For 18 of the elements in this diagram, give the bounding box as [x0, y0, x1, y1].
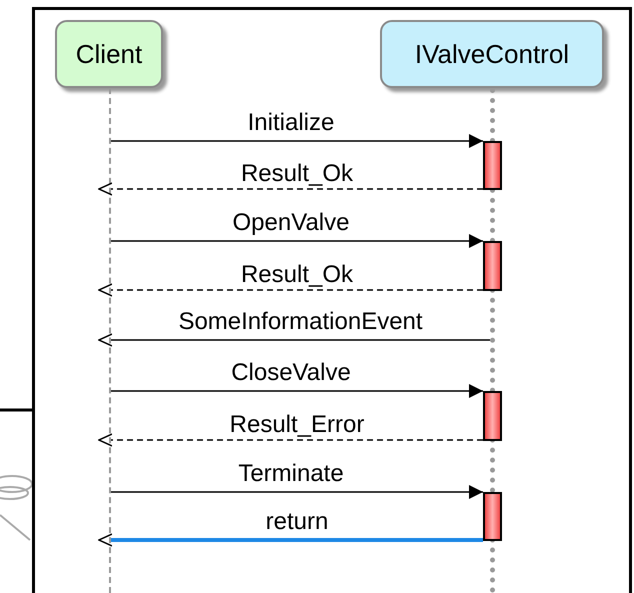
- message-arrow: [98, 533, 483, 547]
- participant-name: Client: [76, 38, 142, 70]
- message-arrow: [98, 433, 483, 447]
- participant-box: [55, 20, 163, 88]
- activation-bar: [483, 492, 502, 541]
- message-arrow: [98, 283, 483, 297]
- message-arrow: [111, 234, 483, 248]
- message-arrow: [98, 182, 483, 196]
- participant-name: IValveControl: [414, 38, 570, 70]
- activation-bar: [483, 391, 502, 441]
- lifeline: [109, 88, 111, 593]
- message-arrow: [98, 333, 490, 347]
- activation-bar: [483, 241, 502, 291]
- message-arrow: [111, 384, 483, 398]
- activation-bar: [483, 141, 502, 190]
- participant-box: [380, 20, 604, 88]
- message-arrow: [111, 485, 483, 499]
- message-arrow: [111, 134, 483, 148]
